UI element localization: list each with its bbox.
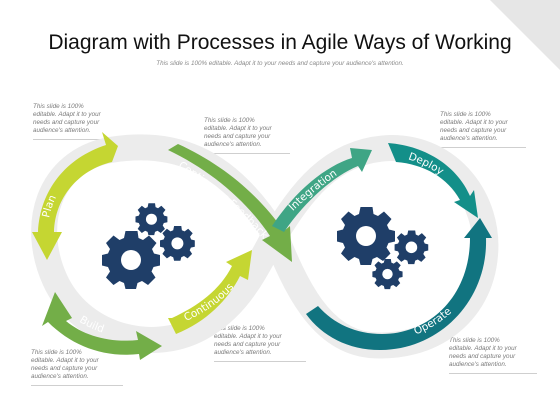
note-bottom-left: This slide is 100% editable. Adapt it to… [31, 349, 123, 386]
build-arrow [42, 292, 162, 360]
note-line: needs and capture your [449, 353, 516, 360]
note-line: This slide is 100% [449, 337, 500, 344]
slide-title: Diagram with Processes in Agile Ways of … [48, 31, 512, 54]
note-line: editable. Adapt it to your [204, 125, 272, 132]
note-line: editable. Adapt it to your [31, 357, 99, 364]
note-line: This slide is 100% [440, 111, 491, 118]
gear-icon [160, 226, 195, 261]
note-line: needs and capture your [33, 119, 100, 126]
note-line: needs and capture your [204, 133, 271, 140]
operate-arrow [306, 218, 492, 350]
note-line: audience's attention. [33, 127, 91, 134]
note-line: needs and capture your [31, 365, 98, 372]
note-line: editable. Adapt it to your [449, 345, 517, 352]
corner-fold [490, 0, 560, 70]
note-line: editable. Adapt it to your [440, 119, 508, 126]
gear-icon [135, 203, 168, 236]
gear-icon [394, 230, 429, 265]
note-line: editable. Adapt it to your [214, 333, 282, 340]
gear-icon [102, 231, 160, 289]
note-top-right: This slide is 100% editable. Adapt it to… [440, 111, 526, 148]
note-line: needs and capture your [214, 341, 281, 348]
gear-icon [337, 207, 395, 265]
note-line: This slide is 100% [204, 117, 255, 124]
note-line: This slide is 100% [214, 325, 265, 332]
note-line: needs and capture your [440, 127, 507, 134]
note-line: This slide is 100% [33, 103, 84, 110]
note-line: audience's attention. [31, 373, 89, 380]
continuous-arrow [168, 250, 252, 334]
deploy-arrow [388, 143, 478, 218]
note-line: audience's attention. [214, 349, 272, 356]
note-line: audience's attention. [204, 141, 262, 148]
plan-arrow [32, 132, 118, 260]
continuous-feedback-arrow [168, 144, 292, 262]
note-top-left: This slide is 100% editable. Adapt it to… [33, 103, 125, 140]
integration-arrow [272, 148, 372, 232]
note-line: audience's attention. [440, 135, 498, 142]
gear-icon [372, 259, 403, 290]
slide-subtitle: This slide is 100% editable. Adapt it to… [156, 60, 404, 67]
note-line: This slide is 100% [31, 349, 82, 356]
note-bottom-right: This slide is 100% editable. Adapt it to… [449, 337, 537, 374]
note-line: editable. Adapt it to your [33, 111, 101, 118]
note-bottom-center: This slide is 100% editable. Adapt it to… [214, 325, 306, 362]
note-line: audience's attention. [449, 361, 507, 368]
note-top-center: This slide is 100% editable. Adapt it to… [204, 117, 290, 154]
